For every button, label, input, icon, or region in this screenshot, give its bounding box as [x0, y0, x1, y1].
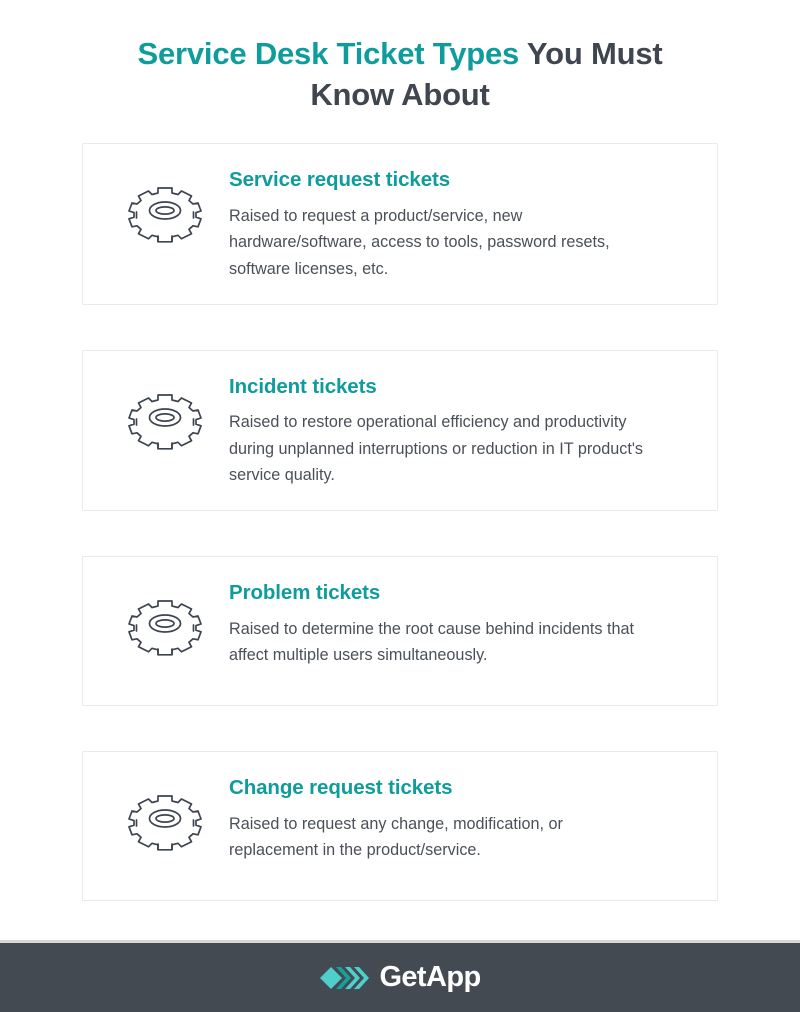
- gear-icon: [128, 187, 202, 244]
- card-body: Problem tickets Raised to determine the …: [219, 579, 691, 668]
- card-description: Raised to determine the root cause behin…: [229, 619, 634, 664]
- page-title: Service Desk Ticket Types You Must Know …: [110, 33, 690, 115]
- gear-icon: [128, 795, 202, 851]
- card-title: Problem tickets: [229, 581, 381, 605]
- footer-bar: GetApp: [0, 940, 800, 1012]
- ticket-type-card: Incident tickets Raised to restore opera…: [82, 349, 718, 512]
- card-description: Raised to request any change, modificati…: [229, 814, 563, 859]
- card-body: Incident tickets Raised to restore opera…: [219, 373, 691, 488]
- page-title-accent: Service Desk Ticket Types: [137, 36, 520, 71]
- card-title: Incident tickets: [229, 374, 377, 398]
- page-title-rest: You Must Know About: [310, 36, 663, 113]
- ticket-type-card: Change request tickets Raised to request…: [82, 751, 718, 902]
- card-icon-wrapper: [111, 774, 219, 854]
- card-description: Raised to restore operational efficiency…: [229, 413, 644, 484]
- card-icon-wrapper: [111, 373, 219, 453]
- ticket-type-card-list: Service request tickets Raised to reques…: [0, 115, 800, 902]
- title-section: Service Desk Ticket Types You Must Know …: [0, 0, 800, 115]
- ticket-type-card: Service request tickets Raised to reques…: [82, 143, 718, 305]
- gear-icon: [128, 600, 202, 656]
- card-title: Change request tickets: [229, 776, 453, 800]
- getapp-logo-icon: [320, 966, 370, 989]
- card-icon-wrapper: [111, 579, 219, 659]
- card-icon-wrapper: [111, 166, 219, 246]
- card-body: Service request tickets Raised to reques…: [219, 166, 691, 281]
- getapp-logo: GetApp: [319, 961, 481, 994]
- card-description: Raised to request a product/service, new…: [229, 207, 610, 278]
- card-body: Change request tickets Raised to request…: [219, 774, 691, 863]
- gear-icon: [128, 393, 202, 450]
- card-title: Service request tickets: [229, 168, 451, 192]
- getapp-logo-text: GetApp: [379, 961, 481, 993]
- ticket-type-card: Problem tickets Raised to determine the …: [82, 556, 718, 707]
